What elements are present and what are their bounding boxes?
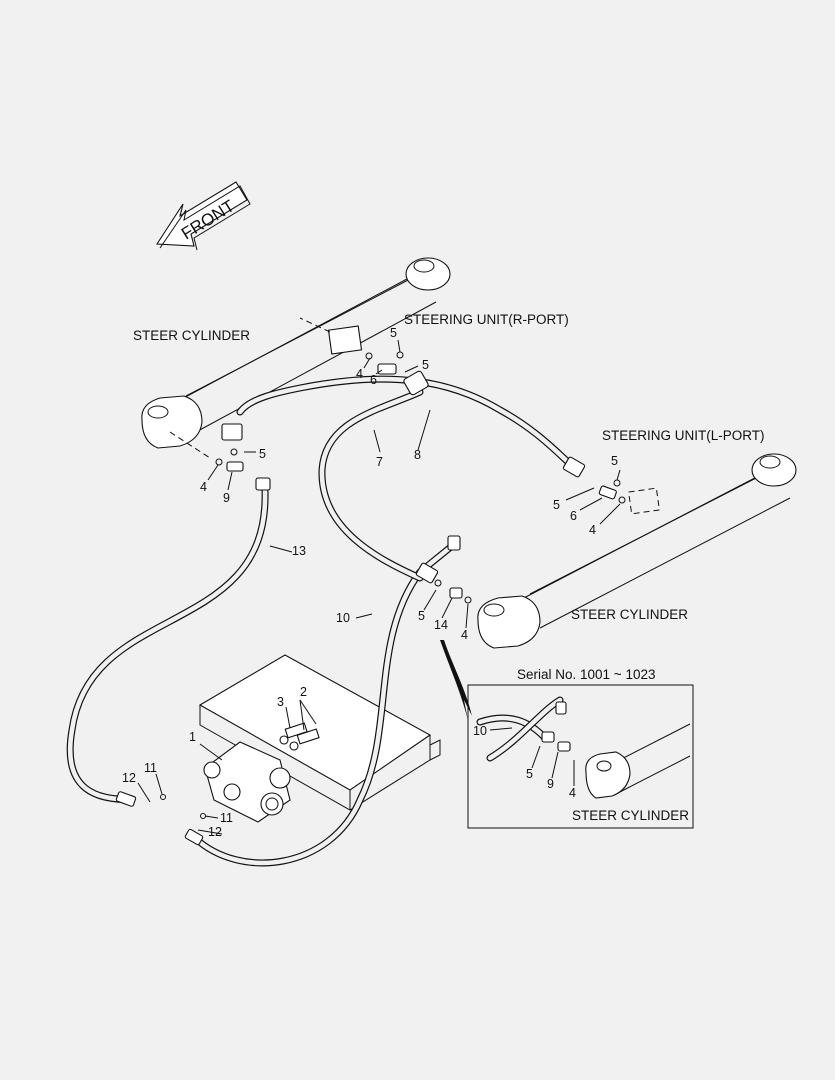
steer-cylinder-right (477, 453, 797, 649)
callout-12: 12 (208, 825, 222, 839)
callout-9: 9 (547, 777, 554, 791)
serial-label: Serial No. 1001 ~ 1023 (517, 667, 655, 682)
callout-8: 8 (414, 448, 421, 462)
callout-9: 9 (223, 491, 230, 505)
callout-13: 13 (292, 544, 306, 558)
callout-5: 5 (390, 326, 397, 340)
callout-5: 5 (611, 454, 618, 468)
callout-3: 3 (277, 695, 284, 709)
callout-11: 11 (144, 761, 157, 775)
steering-valve-assembly (198, 654, 441, 823)
callout-11: 11 (220, 811, 233, 825)
steer-cylinder-right-label: STEER CYLINDER (571, 607, 688, 622)
callout-6: 6 (570, 509, 577, 523)
steering-unit-l-label: STEERING UNIT(L-PORT) (602, 428, 765, 443)
callout-2: 2 (300, 685, 307, 699)
steer-cylinder-left-label: STEER CYLINDER (133, 328, 250, 343)
callout-6: 6 (370, 373, 377, 387)
callout-5: 5 (526, 767, 533, 781)
callout-12: 12 (122, 771, 136, 785)
serial-inset (467, 684, 694, 829)
callout-14: 14 (434, 618, 448, 632)
callout-5: 5 (259, 447, 266, 461)
steer-cylinder-left (141, 257, 451, 459)
fittings (160, 351, 626, 819)
callout-7: 7 (376, 455, 383, 469)
inset-pointer (440, 640, 472, 720)
callout-4: 4 (589, 523, 596, 537)
hoses (66, 370, 586, 867)
callout-10: 10 (336, 611, 350, 625)
front-arrow-icon: FRONT (156, 181, 251, 251)
callout-5: 5 (418, 609, 425, 623)
callout-5: 5 (553, 498, 560, 512)
leader-lines (137, 339, 621, 835)
callout-5: 5 (422, 358, 429, 372)
callout-4: 4 (461, 628, 468, 642)
steering-unit-r-label: STEERING UNIT(R-PORT) (404, 312, 569, 327)
callout-4: 4 (569, 786, 576, 800)
steer-cylinder-inset-label: STEER CYLINDER (572, 808, 689, 823)
callout-4: 4 (356, 367, 363, 381)
callout-10: 10 (473, 724, 487, 738)
callout-1: 1 (189, 730, 196, 744)
callout-4: 4 (200, 480, 207, 494)
